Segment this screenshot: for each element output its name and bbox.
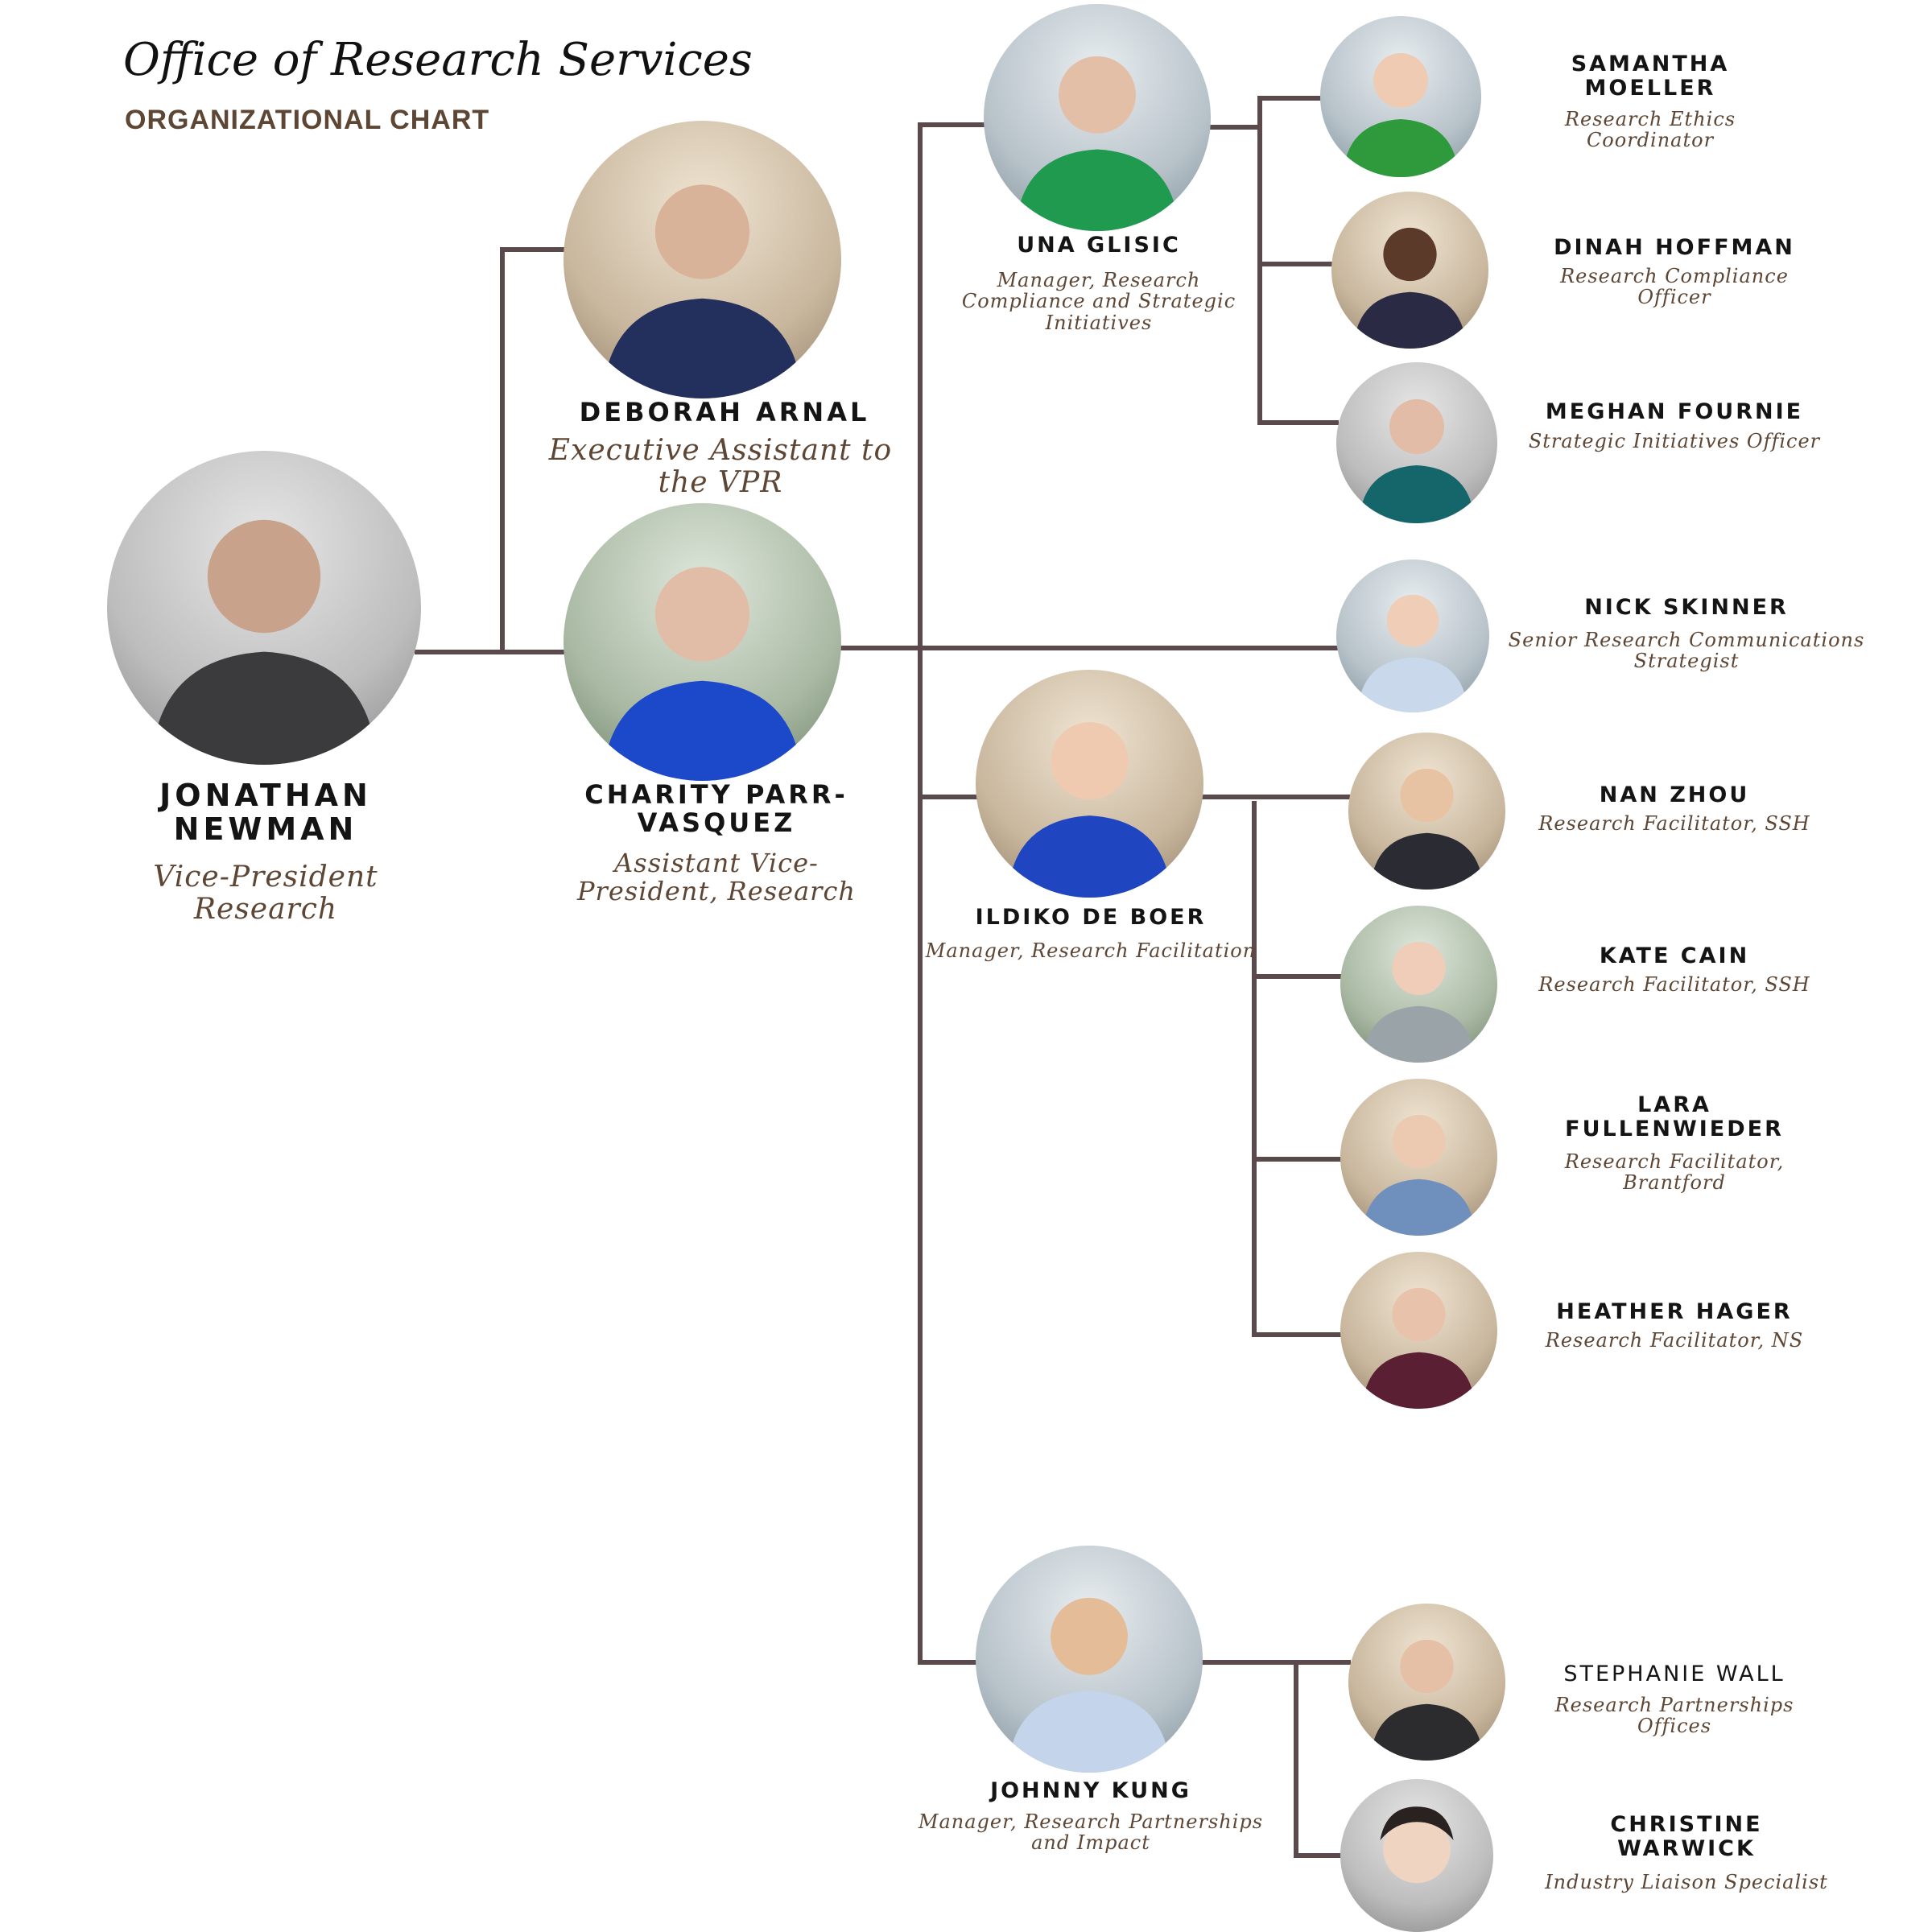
avatar-meghan-fournie <box>1336 362 1497 523</box>
person-photo-icon <box>1362 1287 1476 1409</box>
role-kate-cain: Research Facilitator, SSH <box>1538 973 1810 996</box>
name-meghan-fournie: MEGHAN FOURNIE <box>1545 399 1804 424</box>
role-lara-fullenwieder: Research Facilitator, Brantford <box>1564 1150 1785 1195</box>
avatar-johnny-kung <box>976 1546 1203 1773</box>
name-nick-skinner: NICK SKINNER <box>1584 595 1789 620</box>
name-deborah-arnal: DEBORAH ARNAL <box>579 397 870 427</box>
person-photo-icon <box>602 184 803 398</box>
name-una-glisic: UNA GLISIC <box>1017 233 1181 258</box>
avatar-dinah-hoffman <box>1331 192 1488 349</box>
name-charity-parr-vasquez: CHARITY PARR-VASQUEZ <box>584 779 848 839</box>
role-charity-parr-vasquez: Assistant Vice-President, Research <box>577 848 856 907</box>
role-deborah-arnal: Executive Assistant to the VPR <box>548 434 893 499</box>
role-meghan-fournie: Strategic Initiatives Officer <box>1528 430 1821 452</box>
name-dinah-hoffman: DINAH HOFFMAN <box>1554 235 1795 260</box>
person-photo-icon <box>1370 1639 1484 1761</box>
person-photo-icon <box>1015 56 1179 231</box>
person-photo-icon <box>1357 594 1468 712</box>
person-photo-icon <box>1353 227 1467 349</box>
name-stephanie-wall: STEPHANIE WALL <box>1563 1662 1785 1686</box>
name-johnny-kung: JOHNNY KUNG <box>990 1778 1191 1803</box>
avatar-ildiko-de-boer <box>976 670 1203 898</box>
role-dinah-hoffman: Research Compliance Officer <box>1560 265 1789 309</box>
role-christine-warwick: Industry Liaison Specialist <box>1545 1871 1828 1893</box>
avatar-deborah-arnal <box>564 121 841 398</box>
avatar-nick-skinner <box>1336 559 1489 712</box>
avatar-charity-parr-vasquez <box>564 503 841 781</box>
role-nick-skinner: Senior Research Communications Strategis… <box>1508 629 1865 673</box>
role-jonathan-newman: Vice-President Research <box>153 861 378 926</box>
avatar-stephanie-wall <box>1348 1604 1505 1761</box>
person-photo-icon <box>1343 53 1459 177</box>
person-photo-icon <box>1380 1806 1454 1884</box>
name-jonathan-newman: JONATHAN NEWMAN <box>159 778 372 847</box>
avatar-jonathan-newman <box>107 451 421 765</box>
person-photo-icon <box>1362 1114 1476 1236</box>
page-subtitle: ORGANIZATIONAL CHART <box>125 105 490 135</box>
name-ildiko-de-boer: ILDIKO DE BOER <box>975 905 1207 930</box>
person-photo-icon <box>151 519 378 765</box>
avatar-heather-hager <box>1340 1252 1497 1409</box>
name-samantha-moeller: SAMANTHA MOELLER <box>1571 52 1730 101</box>
person-photo-icon <box>1359 399 1475 523</box>
person-photo-icon <box>1370 768 1484 890</box>
person-photo-icon <box>602 567 803 781</box>
avatar-kate-cain <box>1340 906 1497 1063</box>
avatar-samantha-moeller <box>1320 16 1481 177</box>
avatar-lara-fullenwieder <box>1340 1079 1497 1236</box>
role-una-glisic: Manager, Research Compliance and Strateg… <box>961 269 1236 334</box>
name-nan-zhou: NAN ZHOU <box>1599 782 1750 807</box>
person-photo-icon <box>1007 722 1172 898</box>
page-title: Office of Research Services <box>123 34 753 86</box>
person-photo-icon <box>1007 1597 1171 1773</box>
name-christine-warwick: CHRISTINE WARWICK <box>1610 1812 1763 1861</box>
avatar-nan-zhou <box>1348 733 1505 890</box>
role-nan-zhou: Research Facilitator, SSH <box>1538 812 1810 835</box>
name-heather-hager: HEATHER HAGER <box>1556 1299 1793 1324</box>
role-johnny-kung: Manager, Research Partnerships and Impac… <box>918 1810 1264 1855</box>
role-ildiko-de-boer: Manager, Research Facilitation <box>925 939 1257 962</box>
person-photo-icon <box>1362 941 1476 1063</box>
name-lara-fullenwieder: LARA FULLENWIEDER <box>1565 1092 1784 1141</box>
role-stephanie-wall: Research Partnerships Offices <box>1554 1694 1794 1738</box>
avatar-una-glisic <box>984 4 1211 231</box>
role-samantha-moeller: Research Ethics Coordinator <box>1564 108 1736 152</box>
avatar-christine-warwick <box>1340 1779 1493 1932</box>
name-kate-cain: KATE CAIN <box>1599 943 1750 968</box>
role-heather-hager: Research Facilitator, NS <box>1545 1329 1804 1352</box>
